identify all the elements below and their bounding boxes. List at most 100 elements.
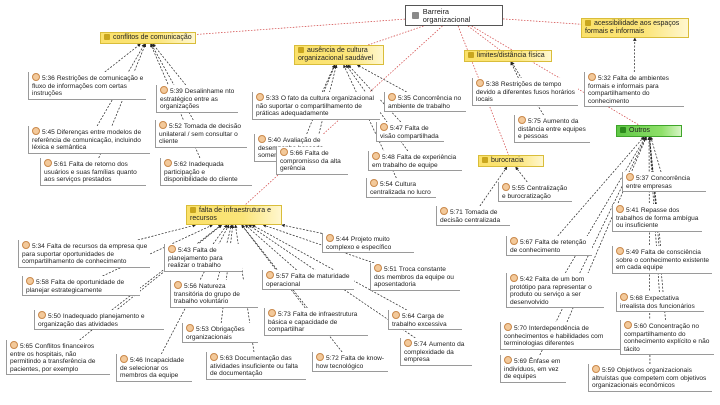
quotation-id: 5:73	[278, 311, 291, 318]
quotation-id: 5:60	[634, 323, 647, 330]
code-node-outros[interactable]: Outros	[616, 125, 682, 137]
quotation-text: Carga de trabalho excessiva	[392, 313, 447, 328]
code-tag-icon	[190, 207, 196, 213]
quotation-id: 5:41	[626, 207, 639, 214]
quotation-text: Restrições de tempo devido a diferentes …	[476, 81, 575, 104]
code-node-ausencia-cultura[interactable]: ausência de cultura organizacional saudá…	[294, 45, 384, 65]
quotation-text: Aumento da complexidade da empresa	[404, 341, 465, 364]
quotation-text: Repasse dos trabalhos de forma ambígua o…	[616, 207, 699, 230]
quotation-icon	[440, 207, 448, 215]
quotation-text: Cultura centralizada no lucro	[370, 181, 431, 196]
code-node-falta-infraestrutura[interactable]: falta de infraestrutura e recursos	[186, 205, 282, 225]
quotation-icon	[616, 247, 624, 255]
quotation-text: Falta de visão compartilhada	[380, 125, 439, 140]
quotation-icon	[504, 356, 512, 364]
code-node-acessibilidade[interactable]: acessibilidade aos espaços formais e inf…	[581, 18, 689, 38]
quotation-text: Falta de compromisso da alta gerência	[280, 150, 341, 173]
quotation-icon	[476, 79, 484, 87]
root-code-node[interactable]: Barreira organizacional	[405, 5, 503, 27]
quotation-text: Concorrência entre empresas	[626, 175, 691, 190]
quotation-icon	[258, 135, 266, 143]
quotation-text: Falta de oportunidade de planejar estrat…	[26, 279, 125, 294]
quotation-text: Conflitos financeiros entre os hospitais…	[10, 343, 96, 373]
quotation-id: 5:70	[514, 325, 527, 332]
quotation-id: 5:42	[520, 276, 533, 283]
quotation-icon	[120, 355, 128, 363]
code-tag-icon	[468, 52, 474, 58]
quotation-text: Centralização e burocratização	[502, 185, 568, 200]
quotation-icon	[159, 121, 167, 129]
quotation-text: Documentação das atividades insuficiente…	[210, 355, 298, 378]
quotation-icon	[10, 341, 18, 349]
quotation-text: Falta de ambientes formais e informais p…	[588, 75, 669, 105]
quotation-id: 5:44	[336, 236, 349, 243]
code-node-limites-distancia[interactable]: limites/distância física	[464, 50, 552, 62]
quotation-id: 5:49	[626, 249, 639, 256]
quotation-icon	[388, 93, 396, 101]
quotation-icon	[404, 339, 412, 347]
quotation-id: 5:34	[32, 243, 45, 250]
quotation-link	[510, 61, 519, 79]
quotation-id: 5:50	[48, 313, 61, 320]
quotation-text: Falta de consciência sobre o conheciment…	[616, 249, 710, 272]
root-link	[195, 18, 406, 35]
code-node-conflitos-comunicacao[interactable]: conflitos de comunicação	[100, 32, 196, 44]
quotation-id: 5:69	[514, 358, 527, 365]
quotation-icon	[374, 264, 382, 272]
code-node-burocracia[interactable]: burocracia	[478, 155, 544, 167]
code-label: Outros	[629, 127, 651, 134]
quotation-icon	[26, 277, 34, 285]
quotation-id: 5:57	[276, 273, 289, 280]
quotation-text: Troca constante dos membros da equipe ou…	[374, 266, 454, 289]
quotation-link	[212, 224, 228, 245]
quotation-icon	[502, 183, 510, 191]
quotation-text: Falta de maturidade operacional	[266, 273, 350, 288]
quotation-id: 5:46	[130, 357, 143, 364]
quotation-icon	[160, 86, 168, 94]
quotation-icon	[266, 271, 274, 279]
